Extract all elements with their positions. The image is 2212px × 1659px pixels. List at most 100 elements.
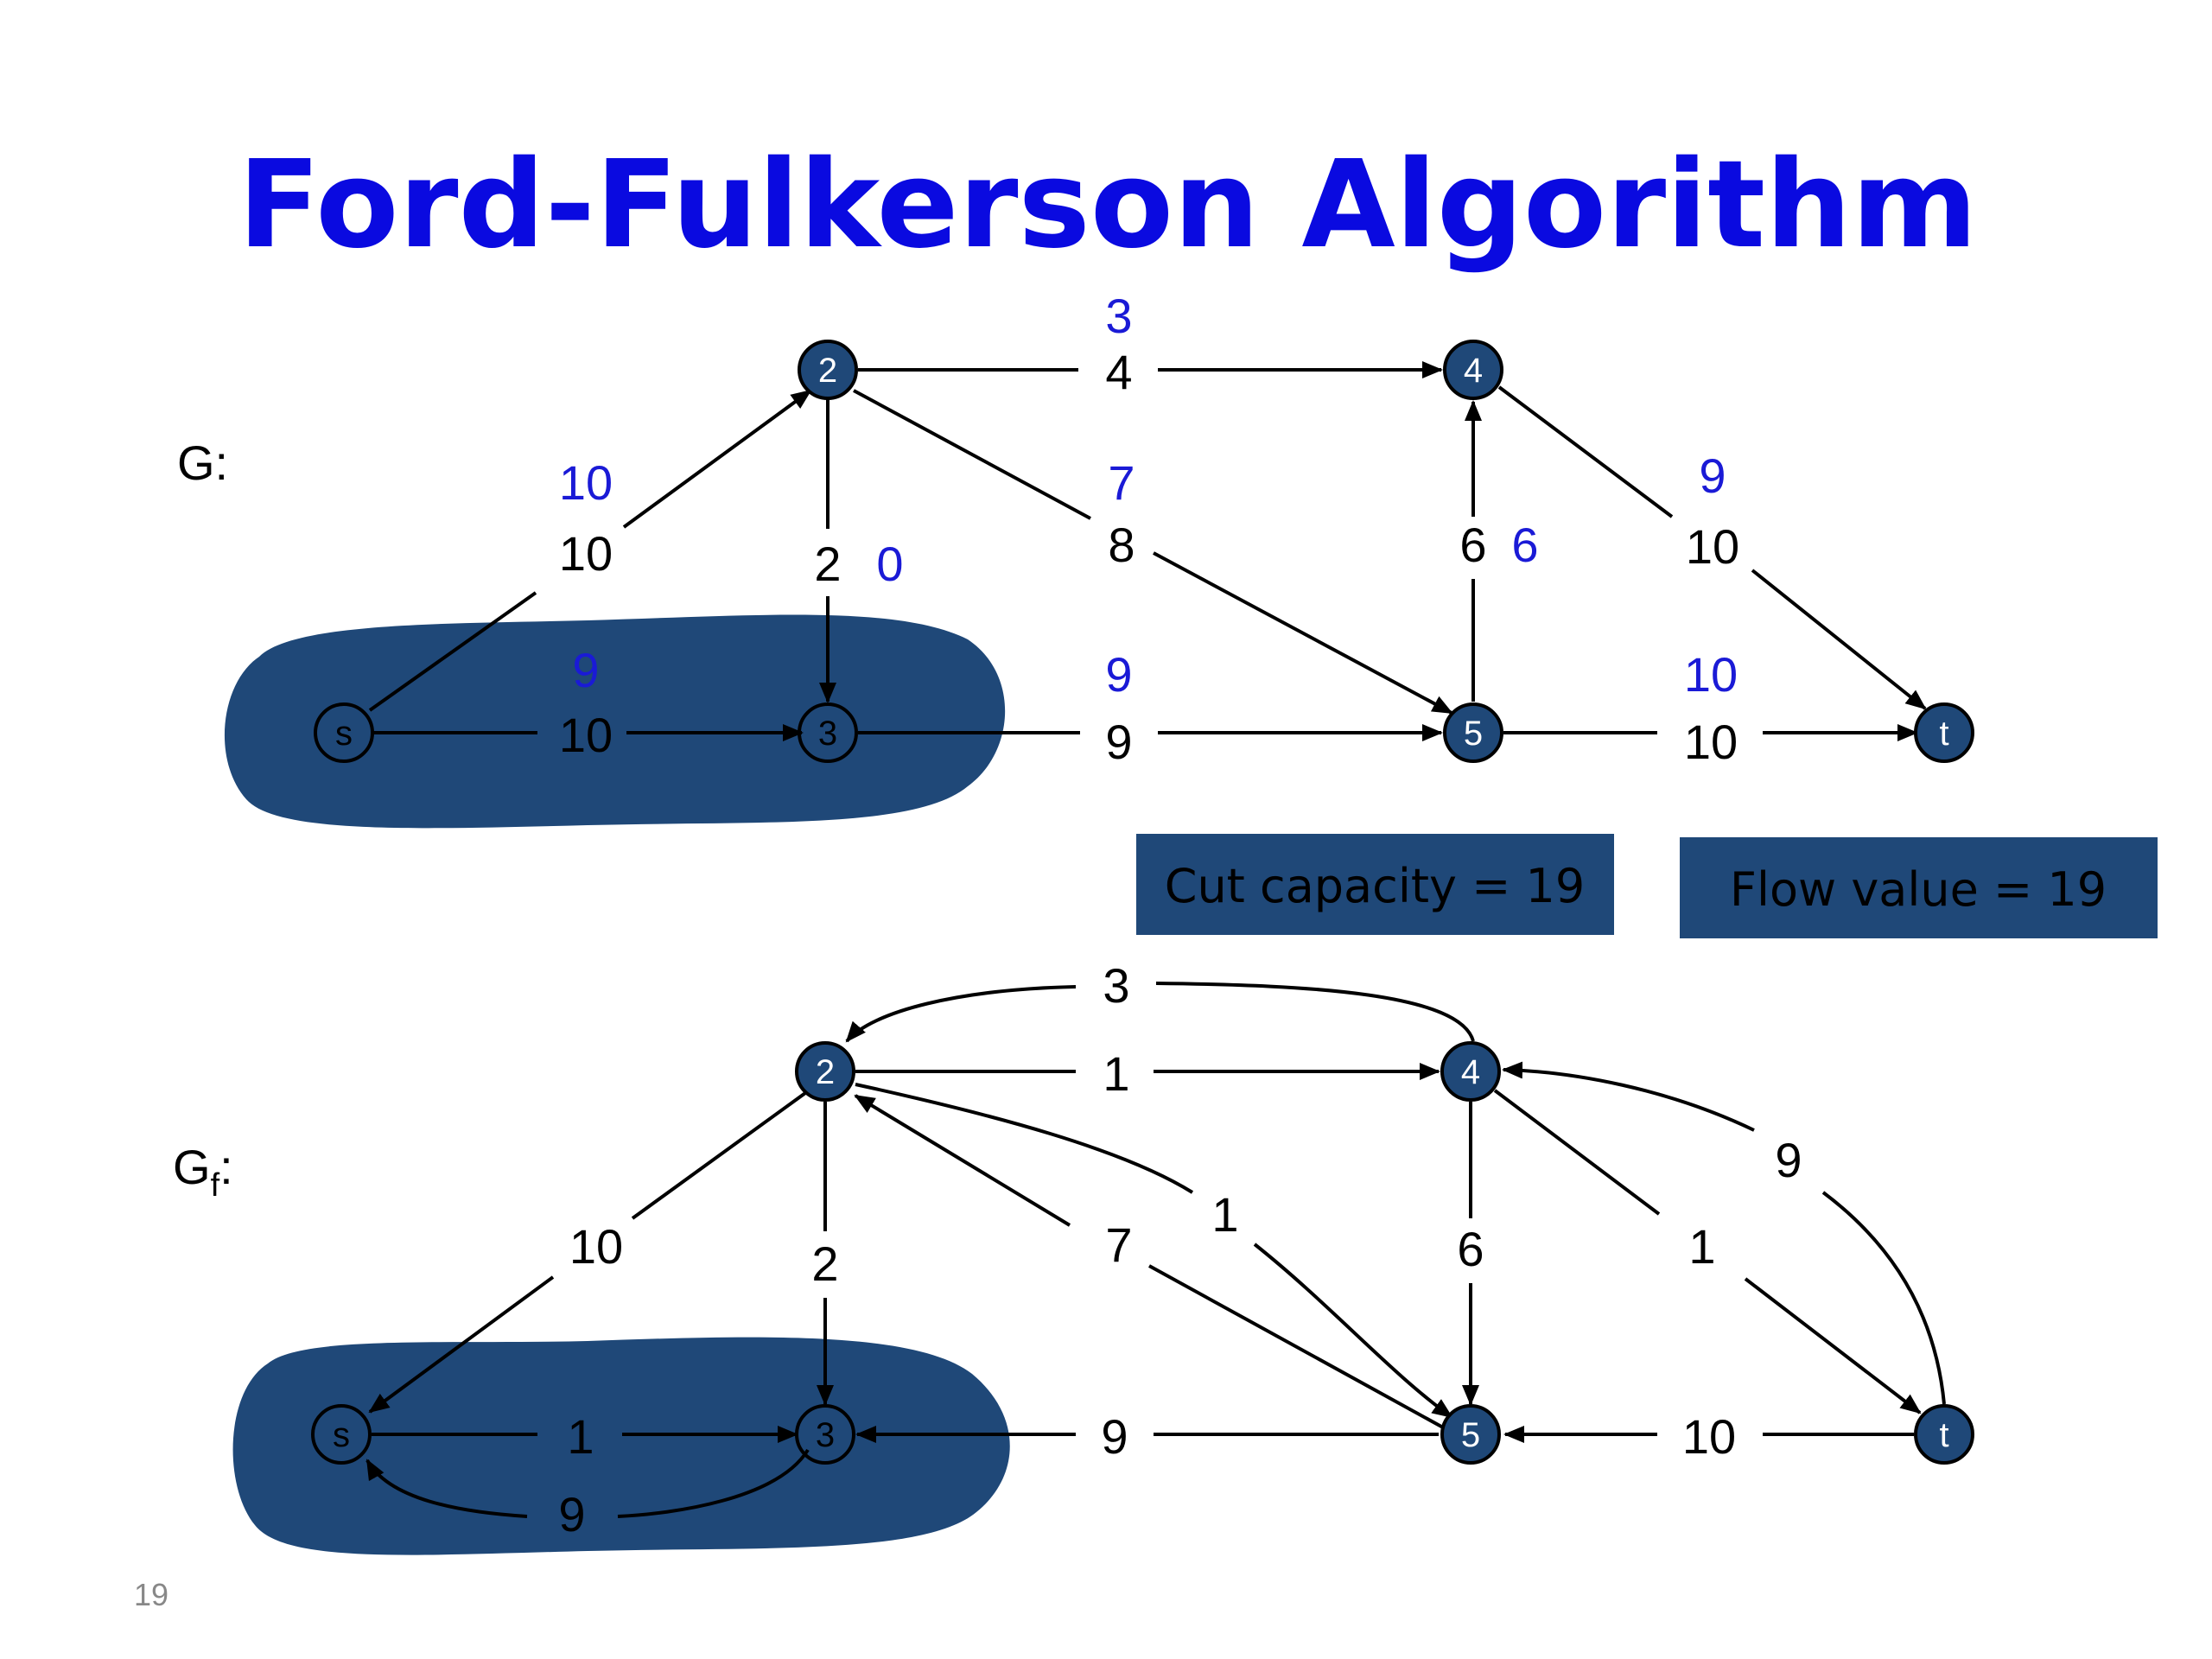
g-flow-label-4-t: 9 (1699, 448, 1726, 503)
g-node-label-4: 4 (1464, 352, 1483, 390)
g-capacity-label-4-t: 10 (1686, 519, 1739, 574)
edge-g-2-5b (1153, 551, 1453, 715)
g-capacity-label-s-2: 10 (559, 526, 613, 581)
gf-residual-label-t-5: 10 (1682, 1409, 1736, 1464)
edge-gf-2-s-a (631, 1091, 807, 1220)
edge-gf-2-s-b (368, 1275, 555, 1414)
graph-g-edges (368, 361, 1927, 741)
g-node-3: 3 (798, 702, 858, 763)
cut-capacity-text: Cut capacity = 19 (1165, 859, 1586, 913)
graph-g-nodes: s 2 3 4 5 t (314, 340, 1974, 763)
edge-gf-2-5-a (855, 1083, 1194, 1194)
edge-g-4-tb (1751, 569, 1927, 710)
g-node-circle-s (314, 702, 374, 763)
g-capacity-label-3-5: 9 (1105, 715, 1132, 769)
gf-node-circle-2 (795, 1041, 855, 1102)
gf-node-label-4: 4 (1461, 1053, 1480, 1091)
gf-residual-label-2-s: 10 (569, 1219, 623, 1274)
gf-node-circle-3 (795, 1404, 855, 1465)
edge-gf-4-t-a (1493, 1089, 1661, 1216)
gf-residual-label-4-t: 1 (1688, 1219, 1715, 1274)
graph-g-label: G: (177, 435, 228, 490)
graph-gf-nodes: s 2 3 4 5 t (311, 1041, 1974, 1465)
g-flow-label-5-4: 6 (1511, 518, 1538, 572)
gf-node-circle-4 (1440, 1041, 1501, 1102)
g-capacity-label-2-4: 4 (1105, 345, 1132, 399)
g-flow-label-3-5: 9 (1105, 647, 1132, 702)
graph-gf-label-sub: f (211, 1167, 220, 1204)
edge-gf-3-s-b (365, 1459, 528, 1518)
g-node-5: 5 (1443, 702, 1503, 763)
edge-gf-2-5-b (1253, 1243, 1453, 1419)
edge-gf-t-4-a (1821, 1191, 1946, 1405)
gf-residual-label-4-5: 6 (1457, 1222, 1484, 1276)
gf-residual-label-3-s: 9 (558, 1487, 585, 1541)
gf-residual-label-2-3: 2 (811, 1236, 838, 1291)
edge-gf-4-2-a (1155, 982, 1475, 1042)
slide-title: Ford-Fulkerson Algorithm (238, 135, 1977, 276)
g-flow-label-s-2: 10 (559, 455, 613, 510)
g-flow-label-s-3: 9 (572, 643, 599, 697)
g-node-circle-t (1914, 702, 1974, 763)
edge-gf-5-2-b (854, 1094, 1071, 1227)
gf-node-label-3: 3 (816, 1416, 835, 1454)
edge-gf-5-2-a (1148, 1264, 1444, 1429)
g-flow-label-2-3: 0 (876, 537, 903, 591)
gf-node-label-5: 5 (1461, 1416, 1480, 1454)
g-node-circle-5 (1443, 702, 1503, 763)
gf-node-4: 4 (1440, 1041, 1501, 1102)
gf-residual-label-2-4: 1 (1103, 1046, 1129, 1101)
gf-node-circle-t (1914, 1404, 1974, 1465)
g-node-label-t: t (1939, 715, 1948, 753)
edge-g-s-2 (368, 591, 537, 712)
g-capacity-label-5-4: 6 (1459, 518, 1486, 572)
cut-capacity-box (1136, 834, 1614, 935)
gf-node-5: 5 (1440, 1404, 1501, 1465)
g-capacity-label-s-3: 10 (559, 708, 613, 762)
edge-g-2-5a (853, 389, 1091, 520)
gf-residual-label-2-5: 1 (1211, 1187, 1238, 1242)
graph-gf-label-suffix: : (219, 1140, 233, 1194)
gf-residual-label-5-3: 9 (1101, 1409, 1128, 1464)
g-node-s: s (314, 702, 374, 763)
edge-gf-3-s-a (617, 1448, 810, 1518)
page-number: 19 (134, 1577, 168, 1612)
g-node-label-s: s (335, 715, 353, 753)
edge-gf-t-4-b (1502, 1061, 1755, 1132)
g-capacity-label-2-3: 2 (814, 537, 841, 591)
g-node-t: t (1914, 702, 1974, 763)
g-node-circle-4 (1443, 340, 1503, 400)
g-node-label-2: 2 (818, 352, 837, 390)
gf-node-label-s: s (333, 1416, 350, 1454)
edge-gf-4-t-b (1744, 1277, 1922, 1414)
cut-set-blob-g (224, 614, 1006, 829)
g-node-4: 4 (1443, 340, 1503, 400)
gf-residual-label-t-4: 9 (1775, 1133, 1802, 1187)
g-node-label-5: 5 (1464, 715, 1483, 753)
g-node-2: 2 (798, 340, 858, 400)
gf-residual-label-5-2: 7 (1105, 1217, 1132, 1272)
gf-node-circle-s (311, 1404, 372, 1465)
gf-residual-label-4-2: 3 (1103, 958, 1129, 1013)
gf-node-label-2: 2 (816, 1053, 835, 1091)
edge-gf-4-2-b (845, 985, 1077, 1043)
g-node-circle-2 (798, 340, 858, 400)
flow-value-box (1680, 837, 2158, 938)
g-flow-label-5-t: 10 (1684, 647, 1738, 702)
gf-node-label-t: t (1939, 1416, 1948, 1454)
gf-node-circle-5 (1440, 1404, 1501, 1465)
edge-g-s-2b (622, 389, 812, 529)
gf-residual-label-s-3: 1 (567, 1409, 594, 1464)
graph-gf-label-main: G (173, 1140, 211, 1194)
g-flow-label-2-4: 3 (1105, 289, 1132, 343)
gf-node-t: t (1914, 1404, 1974, 1465)
g-flow-label-2-5: 7 (1108, 455, 1135, 510)
gf-node-s: s (311, 1404, 372, 1465)
g-capacity-label-5-t: 10 (1684, 715, 1738, 769)
edge-g-4-ta (1497, 385, 1674, 518)
gf-node-3: 3 (795, 1404, 855, 1465)
